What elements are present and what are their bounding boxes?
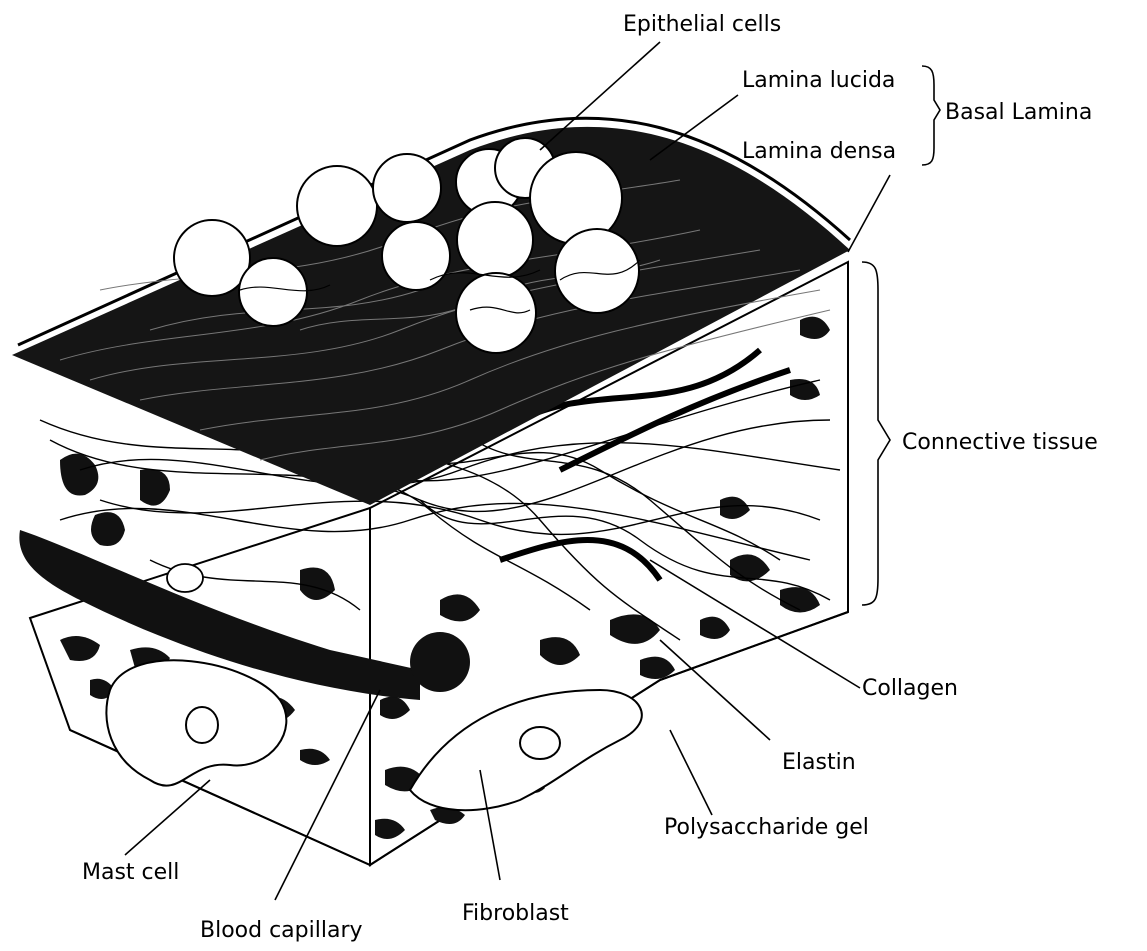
epithelial-cell <box>373 154 441 222</box>
label-lamina-lucida: Lamina lucida <box>742 70 895 92</box>
epithelial-cell <box>239 258 307 326</box>
small-cell <box>167 564 203 592</box>
label-epithelial-cells: Epithelial cells <box>623 14 781 36</box>
label-fibroblast: Fibroblast <box>462 903 569 925</box>
epithelial-cell <box>297 166 377 246</box>
brace-connective <box>862 262 890 605</box>
label-elastin: Elastin <box>782 752 856 774</box>
epithelial-cell <box>174 220 250 296</box>
epithelial-cell <box>382 222 450 290</box>
label-basal-lamina: Basal Lamina <box>945 102 1092 124</box>
brace-basal-lamina <box>922 66 940 165</box>
epithelial-cell <box>457 202 533 278</box>
fibroblast-nucleus <box>520 727 560 759</box>
label-connective-tissue: Connective tissue <box>902 432 1098 454</box>
label-lamina-densa: Lamina densa <box>742 141 896 163</box>
leader-lamina-densa <box>848 175 890 252</box>
label-blood-capillary: Blood capillary <box>200 920 363 942</box>
label-polysaccharide-gel: Polysaccharide gel <box>664 817 869 839</box>
mast-cell-nucleus <box>186 707 218 743</box>
capillary-end <box>410 632 470 692</box>
epithelial-cell <box>456 273 536 353</box>
label-collagen: Collagen <box>862 678 958 700</box>
epithelial-cell <box>555 229 639 313</box>
label-mast-cell: Mast cell <box>82 862 179 884</box>
leader-mast-cell <box>125 780 210 855</box>
leader-polysaccharide <box>670 730 712 815</box>
